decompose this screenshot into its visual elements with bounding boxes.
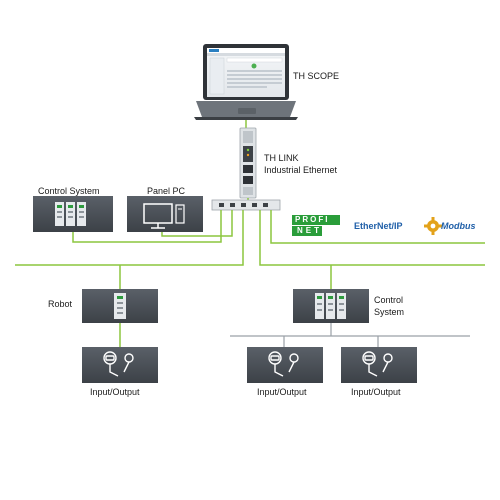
control-system-top-box: [33, 196, 113, 232]
network-cabling: [15, 210, 485, 347]
io-box-mid: [247, 347, 323, 383]
control-system-right-sublabel: System: [374, 307, 405, 317]
profinet-logo-text-bottom: NET: [297, 226, 322, 235]
io-box-right: [341, 347, 417, 383]
io-box-left: [82, 347, 158, 383]
modbus-logo-text: Modbus: [441, 221, 476, 231]
io-bus-line: [230, 323, 470, 347]
ethernet-switch-icon: [211, 199, 281, 211]
profinet-logo: [292, 215, 340, 236]
control-system-top-label: Control System: [38, 186, 100, 196]
control-system-right-box: [293, 289, 369, 323]
laptop-icon: [194, 44, 298, 120]
th-link-module-icon: [239, 127, 257, 199]
robot-label: Robot: [48, 299, 73, 309]
sensor-icon: [268, 351, 299, 377]
th-link-sublabel: Industrial Ethernet: [264, 165, 338, 175]
io-mid-label: Input/Output: [257, 387, 307, 397]
io-left-label: Input/Output: [90, 387, 140, 397]
monitor-icon: [143, 203, 185, 229]
control-system-right-label: Control: [374, 295, 404, 305]
robot-box: [82, 289, 158, 323]
modbus-logo-icon: [424, 217, 442, 235]
th-scope-label: TH SCOPE: [293, 71, 340, 81]
ethernetip-logo: EtherNet/IP: [354, 221, 403, 231]
panel-pc-box: [127, 196, 203, 232]
panel-pc-label: Panel PC: [147, 186, 186, 196]
sensor-icon: [103, 351, 134, 377]
sensor-icon: [362, 351, 393, 377]
profinet-logo-text-top: PROFI: [295, 215, 330, 224]
th-link-label: TH LINK: [264, 153, 299, 163]
io-right-label: Input/Output: [351, 387, 401, 397]
